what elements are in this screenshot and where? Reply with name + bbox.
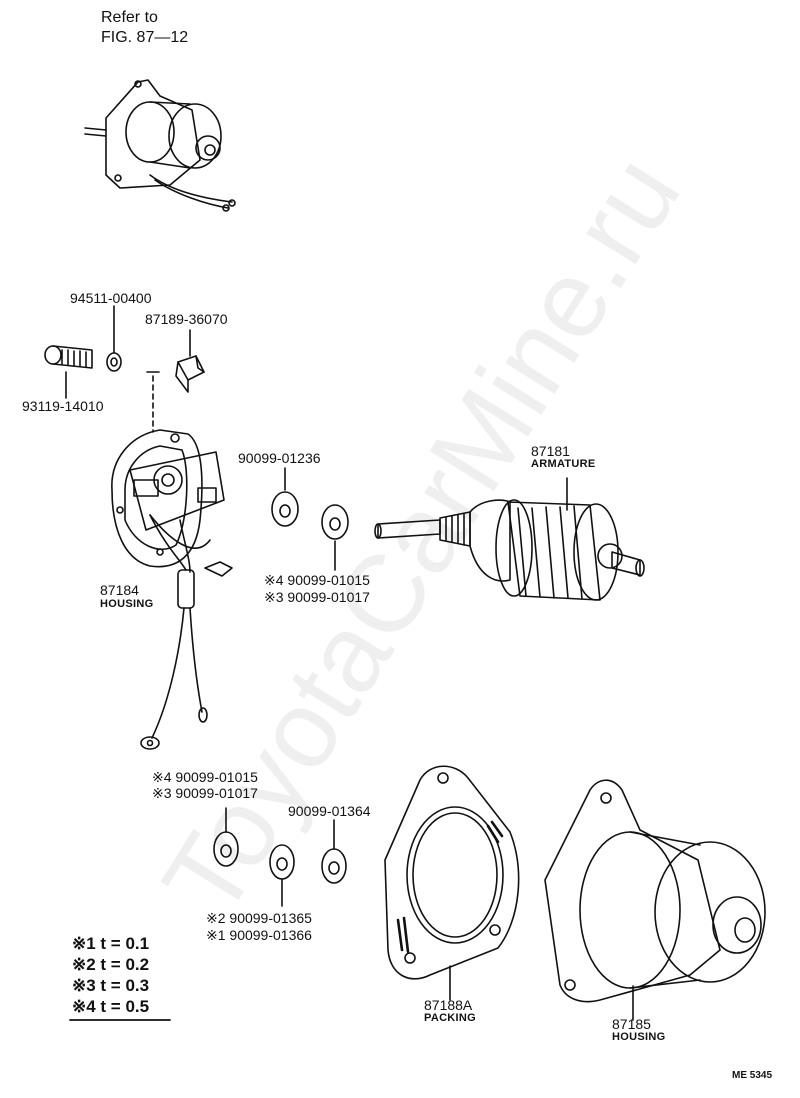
shim-label-c2: ※2 90099-01365 <box>206 910 312 926</box>
part-number-87188a: 87188A <box>424 997 473 1013</box>
part-name-packing: PACKING <box>424 1012 477 1024</box>
rear-housing-drawing <box>111 429 233 750</box>
part-name-armature: ARMATURE <box>531 458 596 470</box>
front-housing-drawing <box>544 779 766 1021</box>
brush-clip-drawing <box>175 329 205 393</box>
shim-label-b3: ※3 90099-01017 <box>152 785 258 801</box>
shim-set-a-drawing <box>321 504 349 571</box>
thickness-key-row: ※3 t = 0.3 <box>72 976 150 995</box>
spring-washer-drawing <box>106 305 122 372</box>
reference-motor-assembly <box>84 79 236 212</box>
part-number-93119-14010: 93119-14010 <box>22 398 104 414</box>
thickness-key-row: ※2 t = 0.2 <box>72 955 150 974</box>
part-number-87189-36070: 87189-36070 <box>145 311 228 327</box>
washer-90099-01364-drawing <box>321 819 347 884</box>
part-number-87184: 87184 <box>100 582 139 598</box>
figure-code: ME 5345 <box>732 1070 773 1081</box>
shim-label-b4: ※4 90099-01015 <box>152 769 258 785</box>
part-number-94511-00400: 94511-00400 <box>70 290 152 306</box>
part-number-87181: 87181 <box>531 443 570 459</box>
part-number-90099-01364: 90099-01364 <box>288 803 371 819</box>
shim-set-c-drawing <box>269 844 295 907</box>
part-number-87185: 87185 <box>612 1016 651 1032</box>
part-name-housing-rear: HOUSING <box>100 598 154 610</box>
part-name-housing-front: HOUSING <box>612 1031 666 1043</box>
shim-label-c1: ※1 90099-01366 <box>206 927 312 943</box>
reference-label-line2: FIG. 87—12 <box>101 29 189 46</box>
thickness-key-row: ※1 t = 0.1 <box>72 934 150 953</box>
thickness-key-row: ※4 t = 0.5 <box>72 997 150 1016</box>
washer-90099-01236-drawing <box>271 467 299 527</box>
shim-label-a4: ※4 90099-01015 <box>264 572 370 588</box>
bolt-drawing <box>44 345 93 399</box>
part-number-90099-01236: 90099-01236 <box>238 450 321 466</box>
packing-drawing <box>384 765 520 1001</box>
reference-label-line1: Refer to <box>101 9 158 26</box>
shim-set-b-drawing <box>213 807 239 867</box>
armature-drawing <box>374 477 645 601</box>
shim-label-a3: ※3 90099-01017 <box>264 589 370 605</box>
